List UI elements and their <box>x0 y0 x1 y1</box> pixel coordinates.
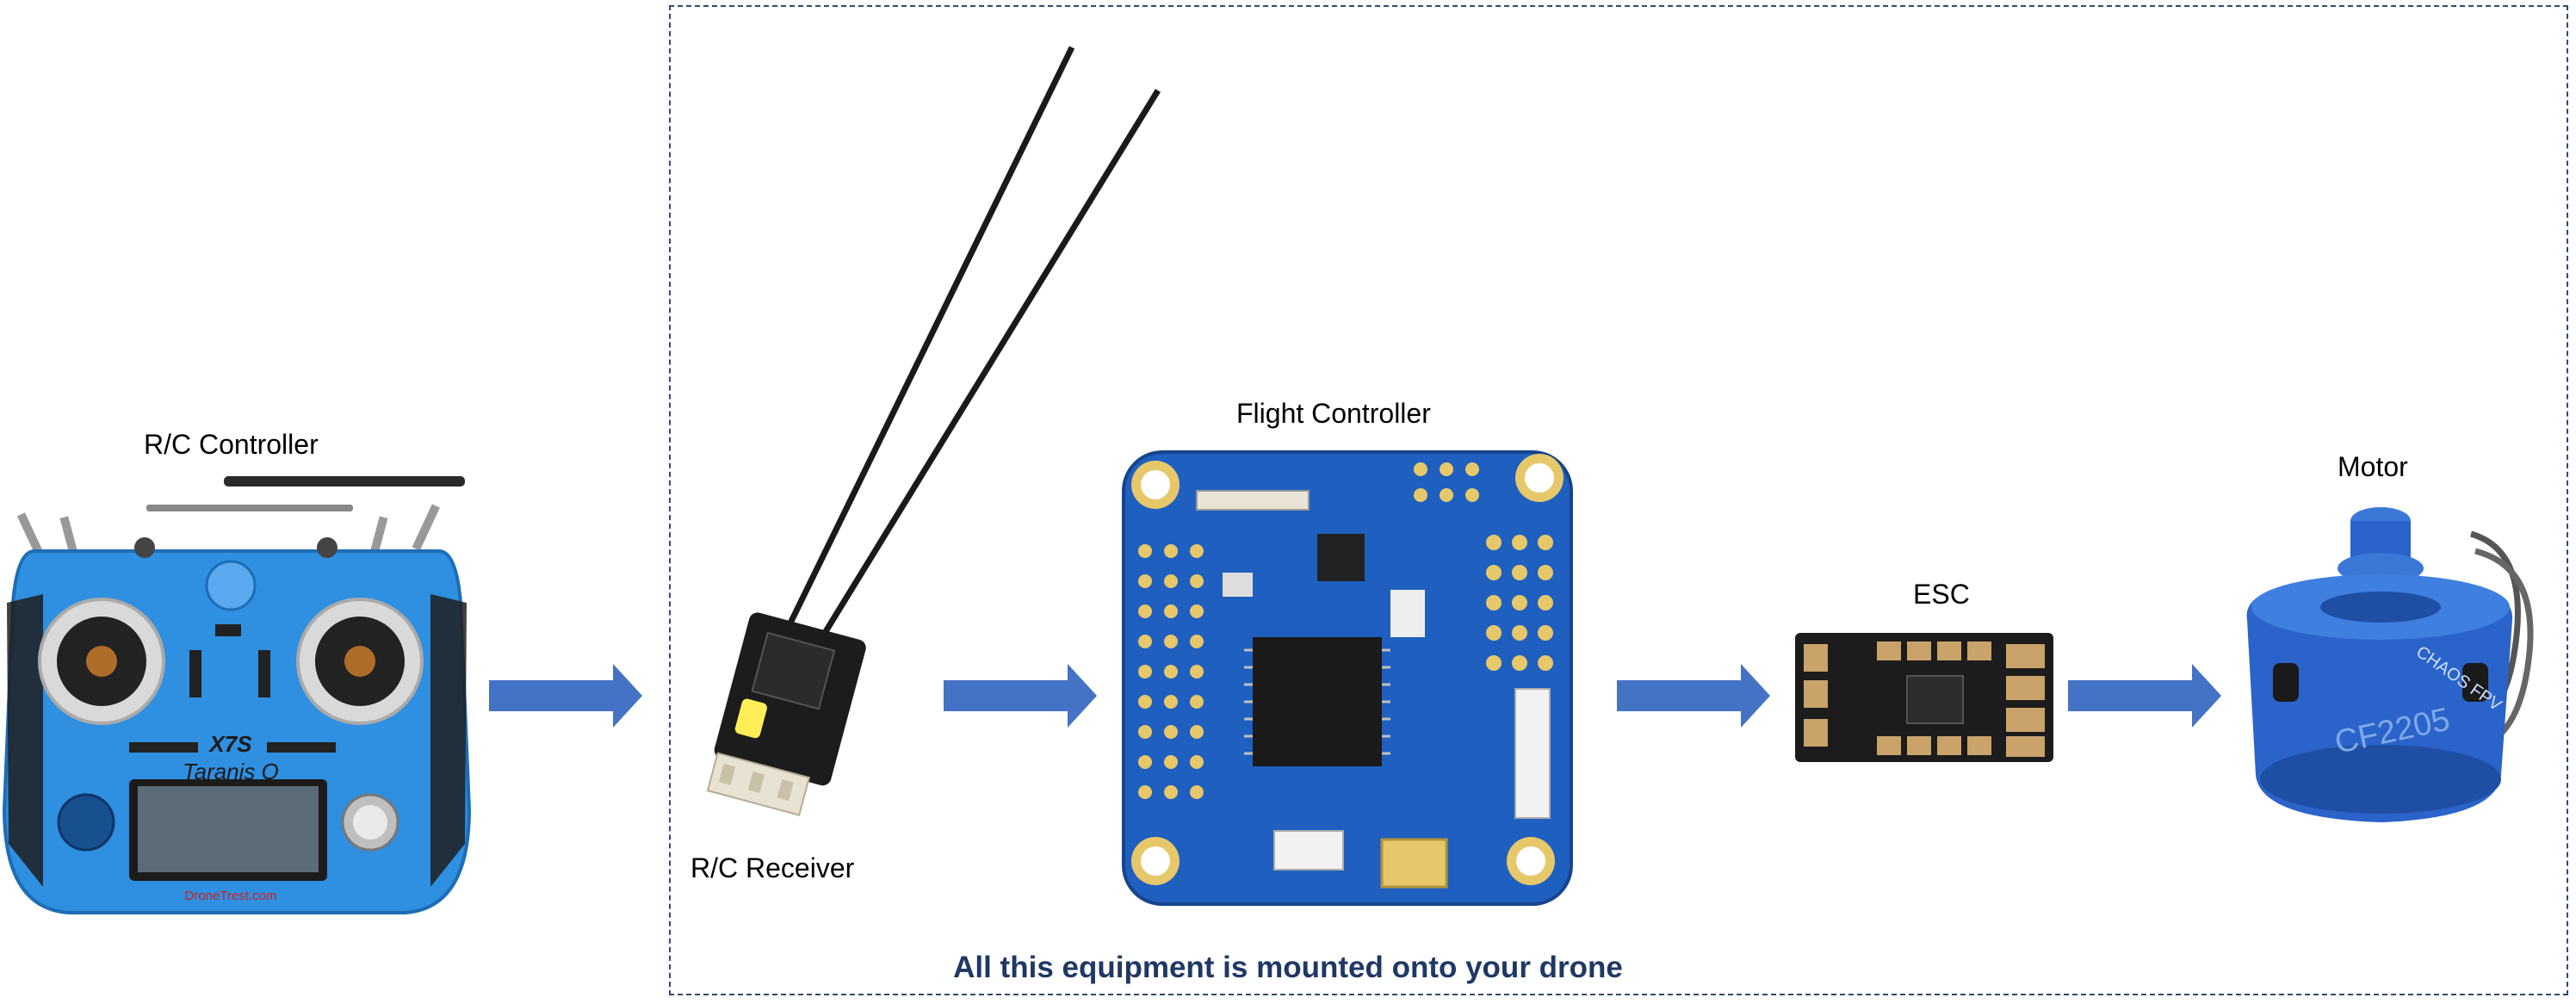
motor-label: Motor <box>2338 451 2408 482</box>
controller-watermark-text: DroneTrest.com <box>185 889 277 903</box>
esc-image <box>1795 633 2053 762</box>
rc-controller-label: R/C Controller <box>144 429 319 460</box>
arrow-esc-to-motor <box>2068 664 2221 728</box>
drone-equipment-boundary <box>669 5 2568 995</box>
rc-receiver-image <box>706 46 1181 816</box>
esc-label: ESC <box>1913 579 1970 610</box>
flight-controller-image <box>1122 450 1573 906</box>
mounted-equipment-caption: All this equipment is mounted onto your … <box>953 951 1623 984</box>
controller-model-text: X7S <box>207 731 252 757</box>
arrow-fc-to-esc <box>1617 664 1770 728</box>
flight-controller-label: Flight Controller <box>1236 398 1431 429</box>
rc-receiver-label: R/C Receiver <box>690 852 855 883</box>
rc-controller-image: X7S Taranis Q DroneTrest.com <box>2 476 472 914</box>
arrow-receiver-to-fc <box>944 664 1097 728</box>
motor-image: CF2205 CHAOS FPV <box>2246 507 2534 822</box>
controller-brand-text: Taranis Q <box>183 759 279 784</box>
arrow-controller-to-receiver <box>489 664 642 728</box>
